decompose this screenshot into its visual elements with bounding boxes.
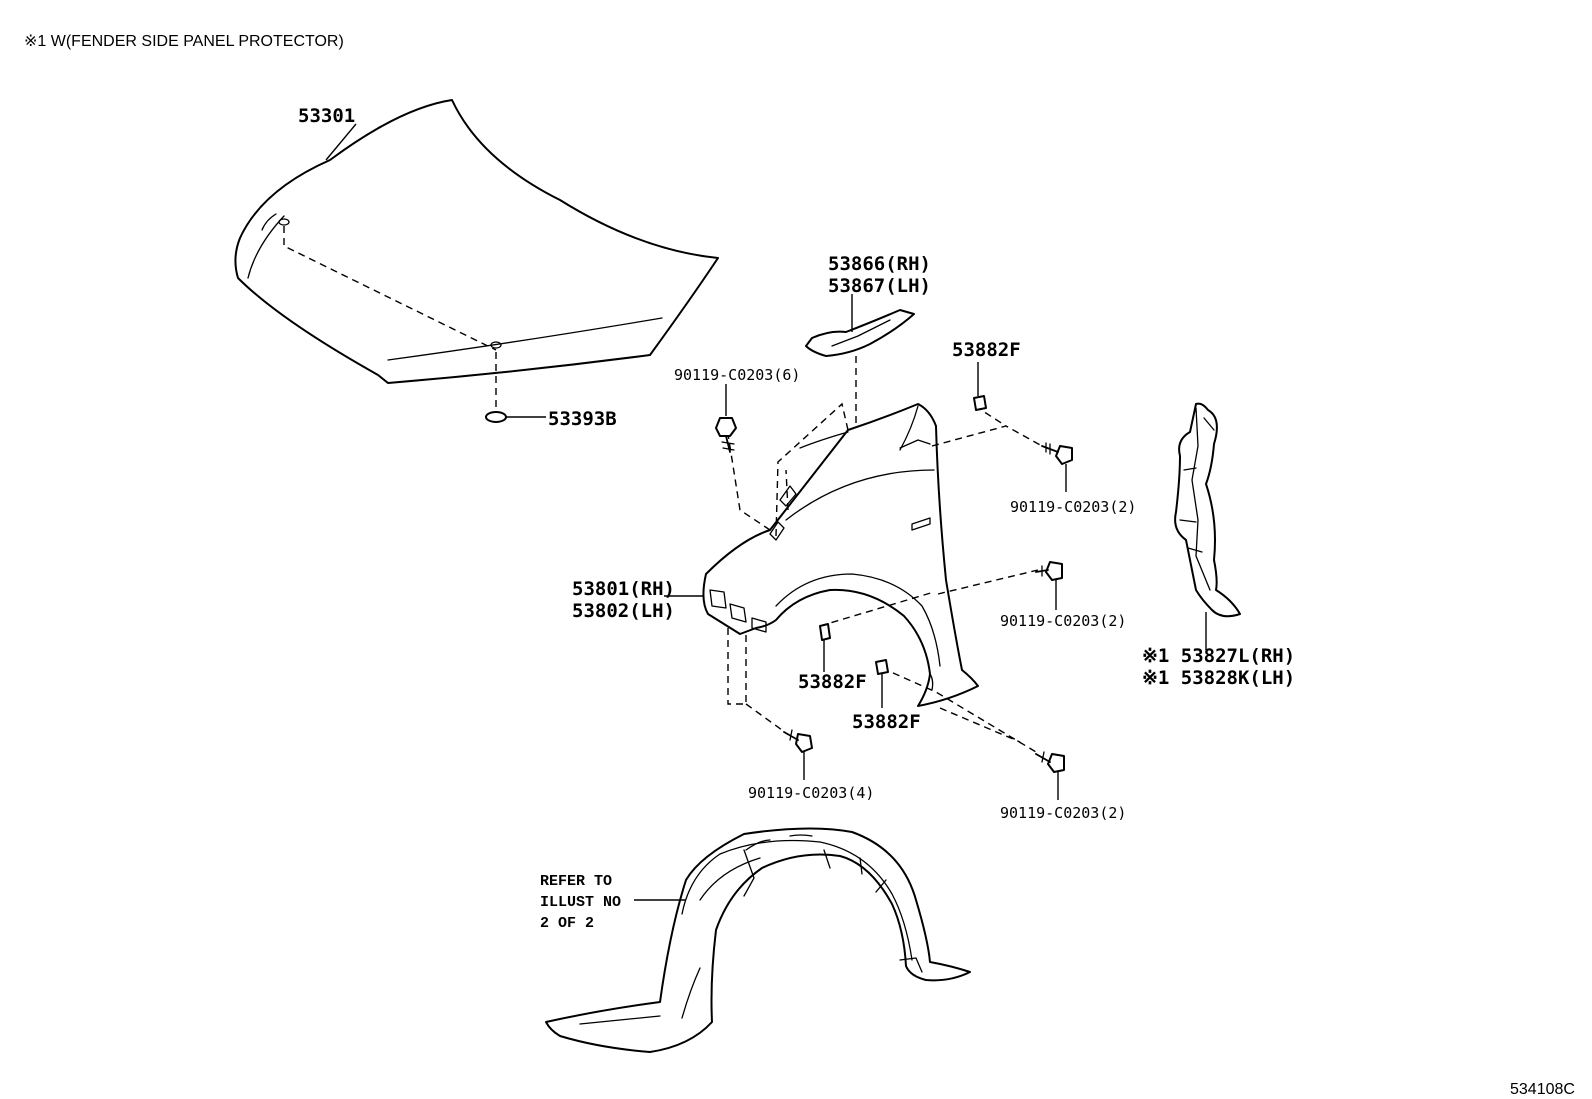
protector-drawing[interactable]: [1174, 402, 1241, 618]
label-fender-lh[interactable]: 53802(LH): [572, 600, 675, 622]
label-hood[interactable]: 53301: [298, 105, 355, 127]
label-bolt-front[interactable]: 90119-C0203(4): [748, 784, 874, 802]
clip-top-drawing[interactable]: [973, 395, 987, 411]
fender-drawing[interactable]: [702, 403, 979, 707]
illustration-code: 534108C: [1510, 1081, 1575, 1098]
hood-leader: [325, 123, 357, 161]
label-bolt-top[interactable]: 90119-C0203(6): [674, 366, 800, 384]
label-bolt-mid[interactable]: 90119-C0203(2): [1000, 612, 1126, 630]
footnote-text: ※1 W(FENDER SIDE PANEL PROTECTOR): [24, 33, 344, 50]
label-clip-top[interactable]: 53882F: [952, 339, 1021, 361]
label-seal-lh[interactable]: 53867(LH): [828, 275, 931, 297]
bolt-mid-drawing[interactable]: [1035, 561, 1063, 581]
fender-seal-drawing[interactable]: [805, 309, 915, 357]
bolt-right-drawing[interactable]: [1041, 442, 1073, 465]
bolt-top-drawing[interactable]: [715, 417, 737, 453]
label-bolt-lower[interactable]: 90119-C0203(2): [1000, 804, 1126, 822]
label-seal-rh[interactable]: 53866(RH): [828, 253, 931, 275]
refer-line-2[interactable]: ILLUST NO: [540, 894, 621, 911]
bolt-front-drawing[interactable]: [783, 729, 813, 753]
cushion-drawing[interactable]: [485, 411, 507, 423]
label-bolt-right[interactable]: 90119-C0203(2): [1010, 498, 1136, 516]
clip-low-drawing[interactable]: [875, 659, 889, 675]
refer-line-1[interactable]: REFER TO: [540, 873, 612, 890]
fender-liner-drawing[interactable]: [545, 827, 971, 1053]
hood-drawing[interactable]: [234, 99, 719, 384]
label-protector-rh[interactable]: ※1 53827L(RH): [1142, 645, 1295, 667]
bolt-lower-drawing[interactable]: [1035, 751, 1065, 773]
label-clip-mid[interactable]: 53882F: [798, 671, 867, 693]
label-clip-low[interactable]: 53882F: [852, 711, 921, 733]
label-fender-rh[interactable]: 53801(RH): [572, 578, 675, 600]
clip-mid-drawing[interactable]: [819, 623, 831, 641]
label-hood-cushion[interactable]: 53393B: [548, 408, 617, 430]
refer-line-3: 2 OF 2: [540, 915, 594, 932]
label-protector-lh[interactable]: ※1 53828K(LH): [1142, 667, 1295, 689]
